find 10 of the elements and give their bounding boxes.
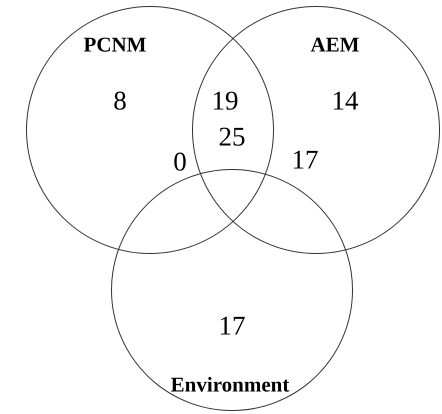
- region-count: 25: [218, 122, 246, 152]
- region-count: 14: [332, 86, 358, 116]
- region-count: 0: [173, 146, 187, 178]
- region-count: 19: [212, 86, 238, 116]
- region-count: 8: [113, 86, 127, 116]
- set-label: AEM: [310, 32, 360, 58]
- region-count: 17: [292, 144, 318, 176]
- set-label: PCNM: [84, 32, 146, 58]
- set-label: Environment: [170, 372, 290, 398]
- region-count: 17: [218, 310, 246, 342]
